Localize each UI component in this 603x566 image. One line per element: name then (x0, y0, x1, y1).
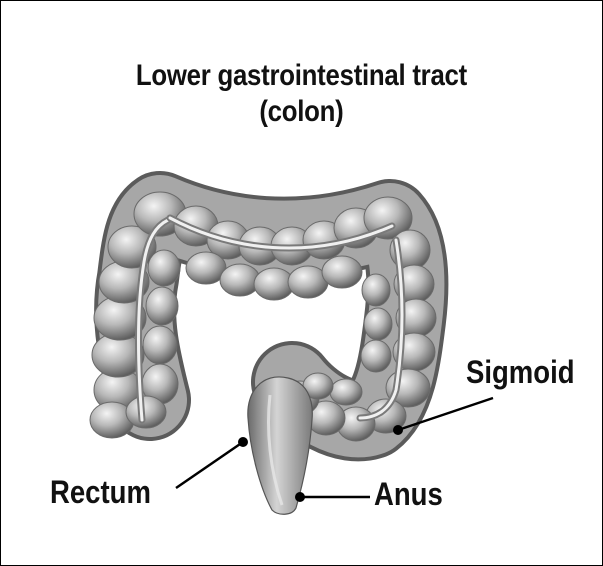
leader-line-rectum (176, 442, 243, 488)
leader-anus (295, 492, 370, 502)
leader-dot-anus (295, 492, 305, 502)
label-anus: Anus (374, 476, 443, 513)
label-sigmoid: Sigmoid (466, 354, 575, 391)
leader-dot-rectum (238, 437, 248, 447)
leader-dot-sigmoid (393, 425, 403, 435)
label-rectum: Rectum (50, 474, 151, 511)
leader-rectum (176, 437, 248, 488)
